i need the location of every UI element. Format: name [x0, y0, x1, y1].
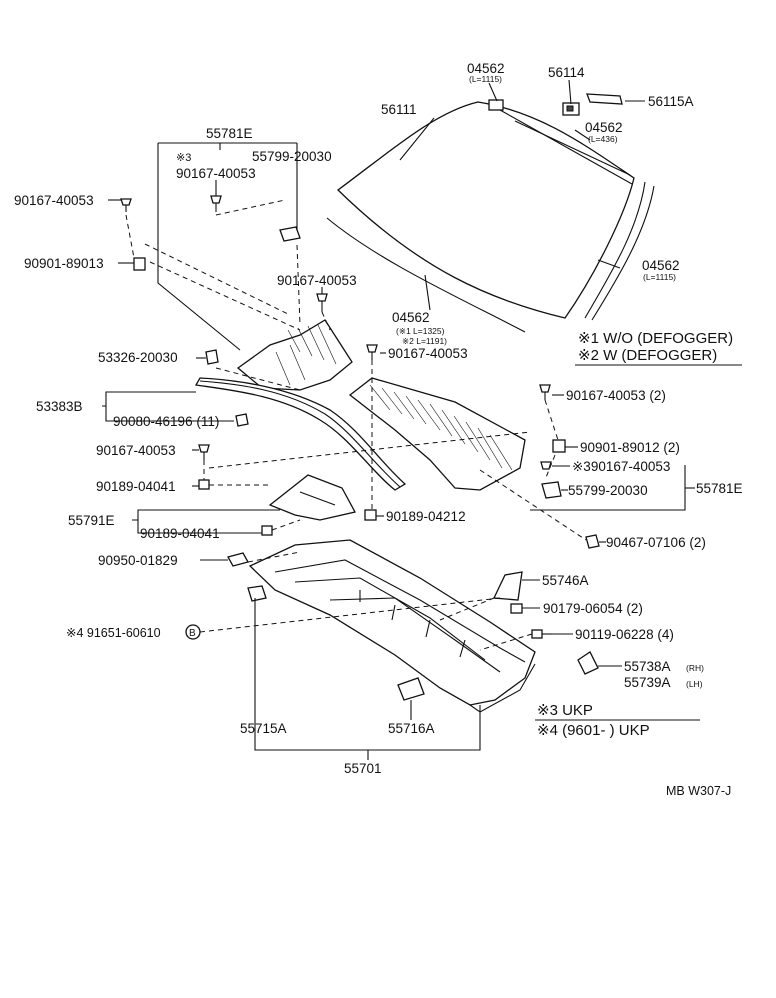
label-55739A: 55739A: [624, 675, 671, 690]
screw-90167-mid: [316, 293, 328, 312]
note-3: ※3 UKP: [537, 702, 593, 719]
label-04562-right1: 04562: [585, 120, 623, 135]
screw-90167-right-a: [539, 384, 551, 400]
label-53326: 53326-20030: [98, 350, 178, 365]
label-04562-right2: 04562: [642, 258, 680, 273]
label-04562-top: 04562: [467, 61, 505, 76]
label-90189-left: 90189-04041: [96, 479, 176, 494]
label-55781E-right: 55781E: [696, 481, 743, 496]
bracket-55746A: [493, 571, 523, 601]
leader-lines: [102, 79, 742, 760]
clip-56115A: [586, 93, 623, 105]
screw-90167-center: [366, 344, 378, 360]
bracket-55791E: [268, 474, 356, 521]
label-55781E-top: 55781E: [206, 126, 253, 141]
label-90467: 90467-07106 (2): [606, 535, 706, 550]
label-55739A-side: (LH): [686, 679, 703, 689]
label-55799-top: 55799-20030: [252, 149, 332, 164]
label-90179: 90179-06054 (2): [543, 601, 643, 616]
label-90901-right: 90901-89012 (2): [580, 440, 680, 455]
clip-90901-left: [133, 257, 146, 271]
label-55746A: 55746A: [542, 573, 589, 588]
clip-90080: [235, 413, 249, 427]
reference-code: MB W307-J: [666, 784, 731, 798]
nut-90179: [510, 603, 523, 614]
label-90167-top: 90167-40053: [176, 166, 256, 181]
label-55716A: 55716A: [388, 721, 435, 736]
label-91651-marker: B: [189, 628, 196, 639]
clip-55799-top: [279, 226, 301, 242]
label-04562-bottom: 04562: [392, 310, 430, 325]
grommet-90950: [227, 552, 249, 567]
label-55738A-side: (RH): [686, 663, 704, 673]
label-91651: ※4 91651-60610: [66, 626, 161, 640]
clip-55799-right: [541, 481, 562, 499]
label-55701: 55701: [344, 761, 382, 776]
pin-53326: [205, 349, 219, 365]
label-90167-right-b: ※390167-40053: [572, 459, 670, 474]
notes: ※1 W/O (DEFOGGER) ※2 W (DEFOGGER) ※3 UKP…: [537, 330, 733, 739]
clip-90901-right: [552, 439, 566, 453]
label-04562-right2-length: (L=1115): [643, 272, 676, 282]
nut-90189-center: [364, 509, 377, 521]
label-04562-right1-length: (L=436): [588, 134, 618, 144]
note-1: ※1 W/O (DEFOGGER): [578, 330, 733, 347]
label-53383B: 53383B: [36, 399, 83, 414]
molding-clip-56114: [562, 102, 580, 116]
windshield-glass: [326, 101, 655, 333]
cowl-louver-left: [236, 319, 353, 391]
cowl-panel-55701: [248, 539, 536, 713]
molding-end-04562-top: [488, 99, 504, 111]
clip-90467: [585, 534, 600, 549]
note-2: ※2 W (DEFOGGER): [578, 347, 717, 364]
label-04562-bottom-len1: (※1 L=1325): [396, 326, 445, 336]
label-90080: 90080-46196 (11): [113, 414, 219, 429]
label-90189-center: 90189-04212: [386, 509, 466, 524]
bracket-55716A: [397, 677, 425, 701]
label-90167-center: 90167-40053: [388, 346, 468, 361]
nut-90189-left2: [261, 525, 273, 536]
label-90167-right-a: 90167-40053 (2): [566, 388, 666, 403]
label-mark3-top: ※3: [176, 152, 191, 164]
label-55738A: 55738A: [624, 659, 671, 674]
part-labels: 04562 (L=1115) 56114 56115A 56111 04562 …: [14, 61, 743, 798]
label-56115A: 56115A: [648, 94, 694, 109]
cowl-louver-right: [348, 377, 526, 491]
label-90119: 90119-06228 (4): [575, 627, 674, 642]
label-90167-left2: 90167-40053: [96, 443, 176, 458]
label-55715A: 55715A: [240, 721, 287, 736]
dashed-reference-lines: [125, 214, 587, 651]
screw-90167-left2: [198, 444, 210, 460]
label-55799-right: 55799-20030: [568, 483, 648, 498]
label-90167-left: 90167-40053: [14, 193, 94, 208]
label-56114: 56114: [548, 65, 585, 80]
note-4: ※4 (9601- ) UKP: [537, 722, 650, 739]
label-04562-bottom-len2: ※2 L=1191): [402, 336, 447, 346]
nut-90189-left: [198, 479, 210, 490]
label-90189-left2: 90189-04041: [140, 526, 220, 541]
seal-53383B: [194, 377, 407, 491]
label-04562-top-length: (L=1115): [469, 74, 502, 84]
label-90901-left: 90901-89013: [24, 256, 104, 271]
label-90167-mid: 90167-40053: [277, 273, 357, 288]
label-55791E: 55791E: [68, 513, 115, 528]
bracket-55738A: [577, 651, 599, 675]
label-90950: 90950-01829: [98, 553, 178, 568]
bolt-90119: [531, 629, 552, 639]
screw-90167-top-left: [120, 198, 132, 212]
bracket-55715A: [247, 585, 267, 602]
label-56111: 56111: [381, 102, 417, 117]
screw-90167-right-b: [540, 461, 552, 470]
screw-90167-top: [210, 195, 222, 212]
